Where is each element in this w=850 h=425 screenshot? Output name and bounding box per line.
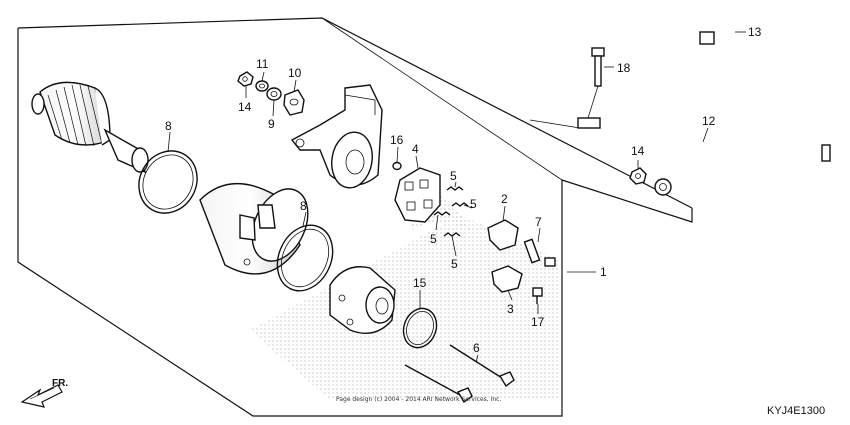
part-armature [31, 81, 149, 174]
callout-1: 1 [600, 265, 607, 279]
part-8-o-ring-right [276, 224, 334, 292]
part-motor-yoke [199, 183, 309, 275]
callout-6: 6 [473, 341, 480, 355]
part-12-ground-cable [654, 140, 831, 196]
callout-5c: 5 [430, 232, 437, 246]
part-14-nut-right [629, 167, 647, 185]
copyright-text: Page design (c) 2004 - 2014 ARI Network … [336, 396, 501, 403]
part-13-starter-cable [577, 11, 742, 129]
callout-12: 12 [702, 114, 716, 128]
callout-9: 9 [268, 117, 275, 131]
callout-13: 13 [748, 25, 762, 39]
callouts: 1 2 3 4 5 5 5 5 6 7 8 8 9 10 11 12 13 14… [165, 25, 762, 355]
part-16-washer [392, 161, 402, 171]
part-3-insulator [491, 265, 523, 293]
callout-14a: 14 [238, 100, 252, 114]
callout-11: 11 [256, 57, 269, 71]
part-4-brush-holder [394, 167, 441, 223]
callout-8a: 8 [165, 119, 172, 133]
callout-15: 15 [413, 276, 427, 290]
callout-7: 7 [535, 215, 542, 229]
assembly-boundary [17, 17, 693, 417]
callout-5a: 5 [450, 169, 457, 183]
part-7-bolt [523, 238, 556, 267]
front-direction-label: FR. [52, 378, 68, 389]
part-2-terminal [487, 219, 519, 251]
part-rear-cover [290, 84, 383, 189]
callout-5d: 5 [451, 257, 458, 271]
callout-14b: 14 [631, 144, 645, 158]
callout-8b: 8 [300, 199, 307, 213]
part-14-nut-left [237, 71, 254, 87]
part-15-o-ring [402, 307, 438, 349]
part-8-o-ring-left [138, 150, 198, 214]
diagram-code: KYJ4E1300 [767, 405, 825, 417]
part-18-bolt [587, 47, 605, 119]
part-9-washer [266, 87, 282, 101]
part-10-insulator [283, 89, 305, 116]
front-direction-arrow: FR. [20, 378, 68, 408]
callout-17: 17 [531, 315, 545, 329]
callout-5b: 5 [470, 197, 477, 211]
part-front-cover [329, 266, 396, 334]
callout-18: 18 [617, 61, 631, 75]
callout-4: 4 [412, 142, 419, 156]
callout-16: 16 [390, 133, 404, 147]
callout-3: 3 [507, 302, 514, 316]
leader-lines [167, 31, 746, 363]
callout-2: 2 [501, 192, 508, 206]
callout-10: 10 [288, 66, 302, 80]
part-17-screw [532, 287, 543, 304]
part-11-washer [255, 80, 269, 92]
